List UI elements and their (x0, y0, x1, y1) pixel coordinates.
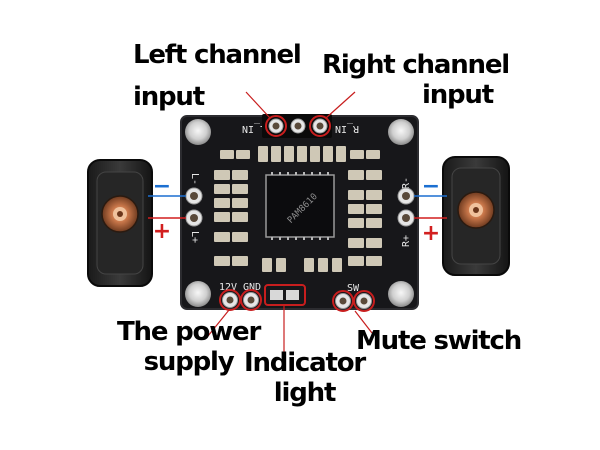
right-speaker-terminal (397, 187, 415, 227)
mounting-hole-tr (388, 119, 414, 145)
highlight-gnd (240, 289, 262, 311)
highlight-circles (219, 115, 375, 312)
power-header (222, 292, 259, 308)
right-plus-sign: + (422, 221, 440, 246)
right-components (348, 170, 382, 266)
left-minus-sign: − (153, 174, 171, 199)
mounting-hole-tl (185, 119, 211, 145)
mute-header (335, 293, 372, 309)
left-plus-sign: + (153, 219, 171, 244)
callout-left-channel-line1: Left channel (133, 40, 302, 70)
callout-power-supply-line2: supply (143, 347, 235, 377)
leader-lines (207, 91, 373, 355)
callout-right-channel-line1: Right channel (322, 50, 510, 80)
label-mute: SW (347, 283, 360, 294)
left-speaker (87, 159, 153, 287)
highlight-left-in (265, 115, 287, 137)
indicator-led (270, 290, 299, 300)
left-input-header (262, 114, 332, 138)
callout-indicator: Indicator light (244, 348, 366, 408)
right-speaker (442, 156, 510, 276)
callout-right-channel: Right channel input (322, 50, 510, 110)
label-right-in: R_IN (335, 123, 359, 134)
label-left-minus: L- (189, 173, 200, 185)
mounting-hole-bl (185, 281, 211, 307)
right-minus-sign: − (422, 174, 440, 199)
highlight-indicator (264, 284, 306, 306)
highlight-right-in (309, 115, 331, 137)
callout-left-channel-line2: input (133, 82, 205, 112)
label-right-minus: R- (401, 177, 412, 189)
callout-indicator-line2: light (273, 378, 337, 408)
label-right-plus: R+ (401, 235, 412, 247)
label-left-in: L_IN (242, 123, 266, 134)
callout-mute: Mute switch (356, 326, 522, 356)
highlight-mute-b (353, 290, 375, 312)
amplifier-board: PAM8610 L_IN R_IN L- L+ R- R+ 12V GND SW (180, 114, 419, 310)
callout-mute-line1: Mute switch (356, 326, 522, 356)
speaker-wires (148, 195, 447, 219)
amplifier-chip: PAM8610 (265, 172, 335, 240)
top-components (220, 146, 380, 162)
callout-power-supply-line1: The power (117, 317, 261, 347)
label-left-plus: L+ (189, 231, 200, 243)
callout-right-channel-line2: input (421, 80, 494, 110)
bottom-components (262, 258, 342, 272)
left-speaker-terminal (185, 187, 203, 227)
left-components (214, 170, 248, 266)
label-gnd: GND (243, 282, 261, 293)
callout-power-supply: The power supply (117, 317, 261, 377)
callout-indicator-line1: Indicator (244, 348, 366, 378)
mounting-hole-br (388, 281, 414, 307)
label-12v: 12V (219, 282, 237, 293)
callout-left-channel: Left channel input (133, 40, 302, 112)
